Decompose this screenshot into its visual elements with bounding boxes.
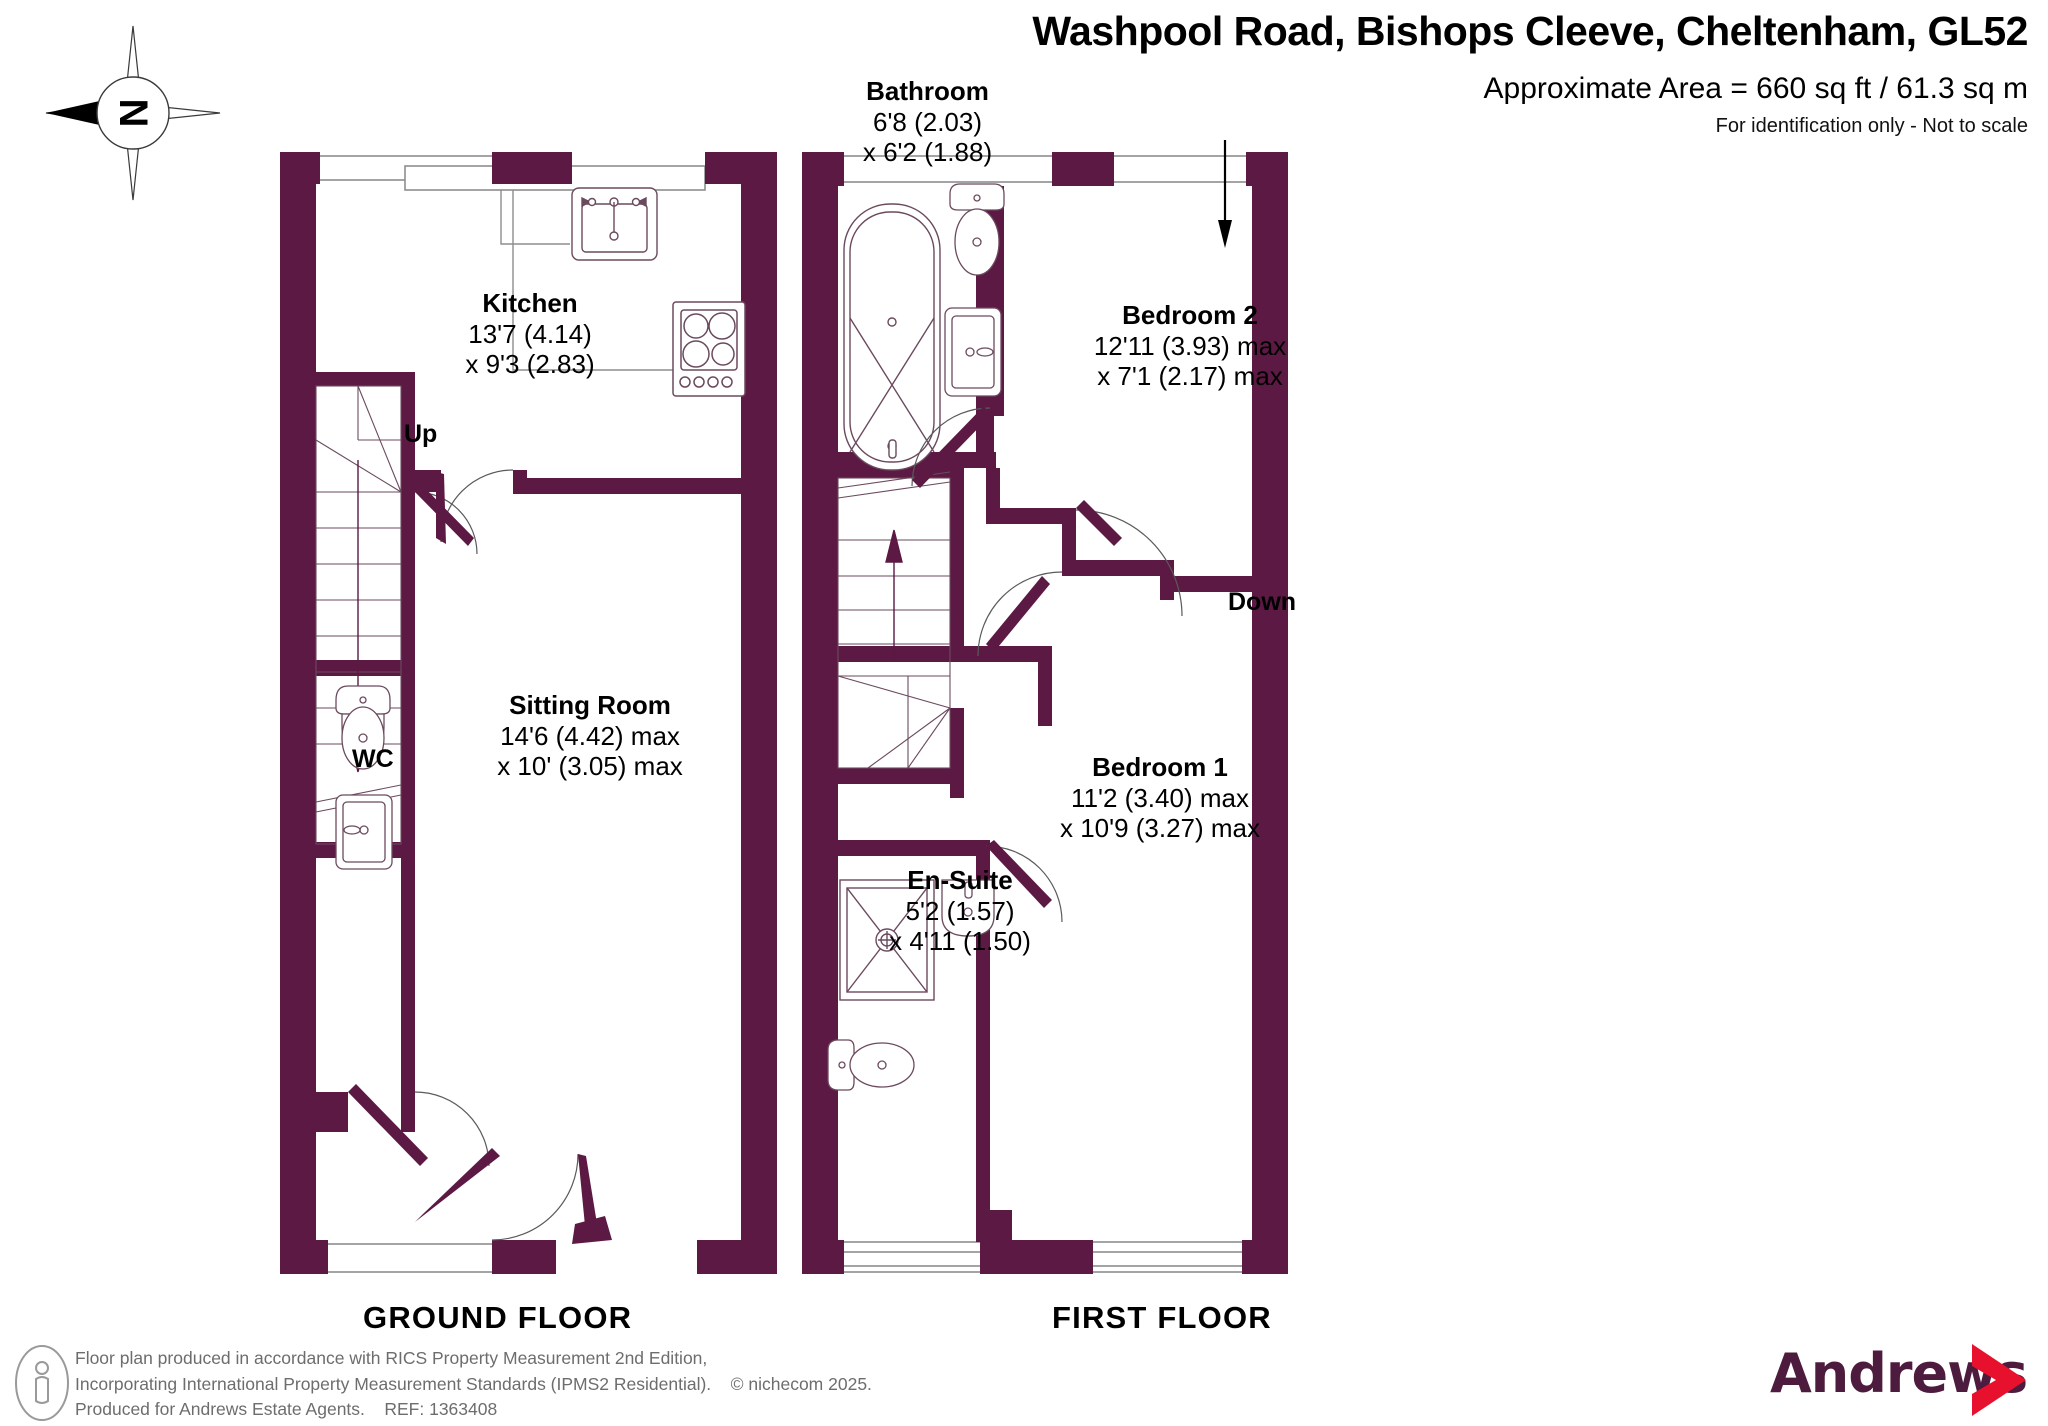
room-name-sitting-room: Sitting Room [509,690,671,720]
room-label-bedroom-1: Bedroom 1 11'2 (3.40) max x 10'9 (3.27) … [1000,752,1320,844]
room-name-kitchen: Kitchen [482,288,578,318]
bath-tub [843,203,941,471]
room-label-wc: WC [352,745,394,774]
gf-stair-direction-label: Up [404,420,438,448]
footer-copyright: © nichecom 2025. [730,1373,872,1394]
footer-line-3: Produced for Andrews Estate Agents. [75,1399,365,1420]
andrews-chevron-icon [1972,1344,2026,1416]
ensuite-basin [941,879,995,937]
first-floor-plan [802,152,1288,1274]
footer-ref: REF: 1363408 [384,1399,498,1420]
room-label-kitchen: Kitchen 13'7 (4.14) x 9'3 (2.83) [390,288,670,380]
room-name-bedroom-1: Bedroom 1 [1092,752,1228,782]
room-label-bathroom: Bathroom 6'8 (2.03) x 6'2 (1.88) [810,76,1045,168]
kitchen-sink [571,187,658,261]
room-dim1-bedroom-2: 12'11 (3.93) max [1093,330,1287,361]
ensuite-shower [839,879,935,1001]
bathroom-basin [944,307,1002,397]
room-dim2-kitchen: x 9'3 (2.83) [465,349,595,380]
room-name-bedroom-2: Bedroom 2 [1122,300,1258,330]
footer-line-3-wrap: Produced for Andrews Estate Agents. REF:… [75,1397,1075,1423]
room-dim1-bathroom: 6'8 (2.03) [872,106,983,137]
room-dim2-sitting-room: x 10' (3.05) max [497,751,683,782]
first-floor-title: FIRST FLOOR [1052,1300,1272,1335]
wc-toilet [335,685,391,770]
room-dim1-sitting-room: 14'6 (4.42) max [500,720,680,751]
andrews-logo[interactable]: Andrews [1770,1338,2030,1418]
room-label-bedroom-2: Bedroom 2 12'11 (3.93) max x 7'1 (2.17) … [1030,300,1350,392]
room-dim2-bathroom: x 6'2 (1.88) [862,137,993,168]
kitchen-hob [672,301,746,397]
gf-entry-doors [414,1091,579,1241]
room-dim1-en-suite: 5'2 (1.57) [905,895,1015,926]
ff-stair-direction-label: Down [1228,588,1297,616]
room-name-bathroom: Bathroom [866,76,989,106]
bathroom-toilet [949,183,1005,276]
room-dim1-bedroom-1: 11'2 (3.40) max [1071,782,1249,813]
ff-stair-down-arrow [885,529,903,660]
room-dim2-en-suite: x 4'11 (1.50) [889,926,1031,957]
footer-line-1: Floor plan produced in accordance with R… [75,1348,708,1368]
footer-line-2-wrap: Incorporating International Property Mea… [75,1372,1075,1398]
room-name-en-suite: En-Suite [907,865,1013,895]
ensuite-toilet [827,1039,915,1091]
room-name-wc: WC [352,745,394,773]
wc-basin [335,794,393,870]
room-label-en-suite: En-Suite 5'2 (1.57) x 4'11 (1.50) [845,865,1075,957]
ground-floor-title: GROUND FLOOR [363,1300,633,1335]
room-dim2-bedroom-1: x 10'9 (3.27) max [1059,813,1261,844]
approximate-area: Approximate Area = 660 sq ft / 61.3 sq m [1483,72,2028,105]
bathroom-leader-arrow [1218,140,1232,248]
info-icon [15,1345,69,1421]
scale-disclaimer: For identification only - Not to scale [1715,115,2028,137]
compass-rose: N [38,18,228,208]
ground-floor-plan [280,152,777,1274]
room-label-sitting-room: Sitting Room 14'6 (4.42) max x 10' (3.05… [440,690,740,782]
footer-disclaimer: Floor plan produced in accordance with R… [75,1346,1075,1423]
room-dim2-bedroom-2: x 7'1 (2.17) max [1097,361,1283,392]
compass-north-letter: N [111,99,155,128]
room-dim1-kitchen: 13'7 (4.14) [468,318,592,349]
page-title: Washpool Road, Bishops Cleeve, Cheltenha… [1032,8,2028,54]
footer-line-2: Incorporating International Property Mea… [75,1373,712,1394]
